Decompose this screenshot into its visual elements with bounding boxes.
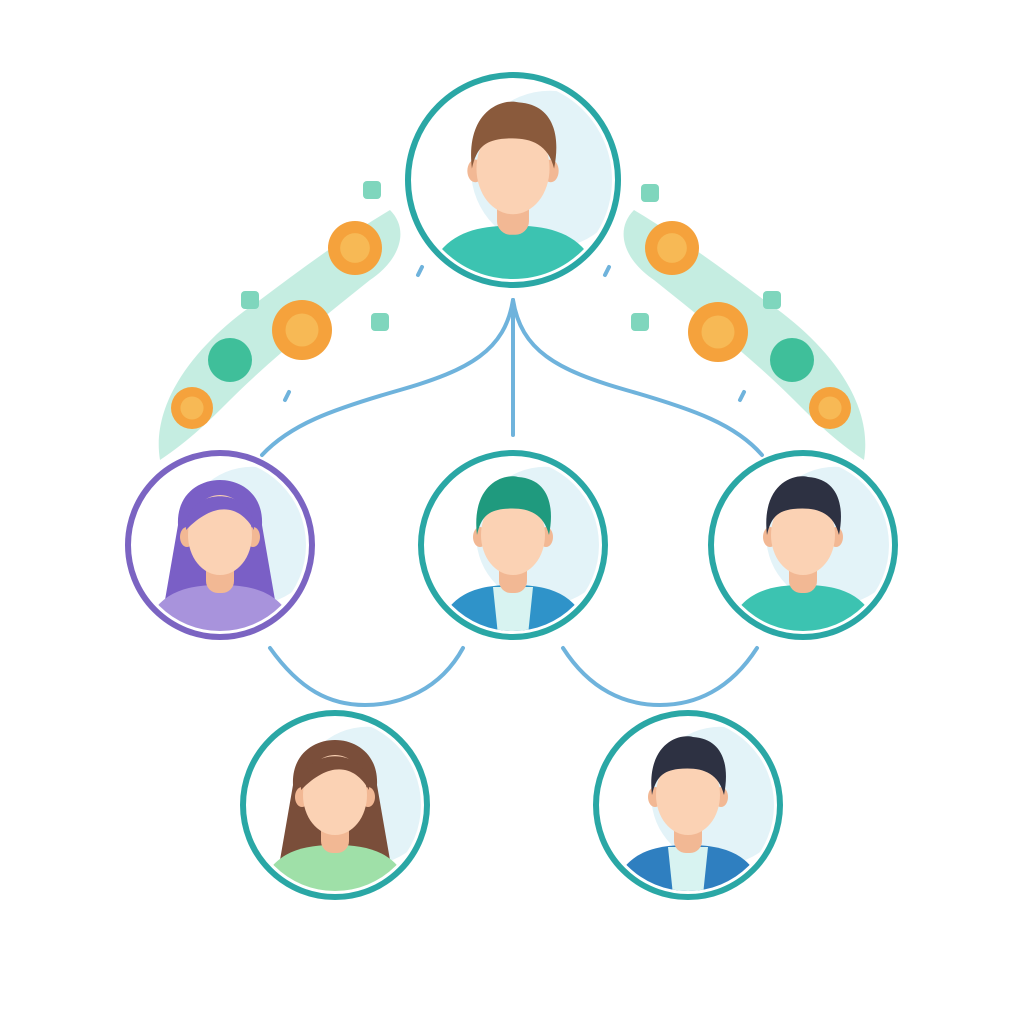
square-dot [363,181,381,199]
square-dot [641,184,659,202]
connector-line [260,298,515,457]
hair-fringe [185,496,255,530]
green-coin-icon [208,338,252,382]
avatar-mid-center[interactable] [418,450,614,645]
coin-center [340,233,370,263]
person-avatar-icon [433,466,599,631]
coin-center [818,396,842,420]
connector-line [561,646,759,708]
collar [493,587,533,631]
connector-line [511,298,764,457]
connector-lines [260,298,764,708]
dash-mark [416,265,424,277]
coin-center [657,233,687,263]
avatar-top[interactable] [405,72,629,294]
square-dot [371,313,389,331]
hair-fringe [300,756,370,790]
square-dot [763,291,781,309]
avatar-mid-left[interactable] [125,450,321,645]
avatar-bottom-right[interactable] [593,710,789,905]
green-coin-icon [770,338,814,382]
avatar-nodes [125,72,904,905]
avatar-bottom-left[interactable] [240,710,436,905]
avatar-mid-right[interactable] [708,450,904,645]
face [656,755,720,835]
hair [476,476,551,535]
hair [766,476,841,535]
coin-center [701,315,735,349]
coin-center [180,396,204,420]
square-dot [241,291,259,309]
face [476,122,550,215]
square-dot [631,313,649,331]
hair [651,736,726,795]
hair [471,101,557,169]
coin-center [285,313,319,347]
face [771,495,835,575]
collar [668,847,708,891]
coin-decorations [158,181,866,460]
connector-line [268,646,465,708]
face [481,495,545,575]
dash-mark [603,265,611,277]
dash-mark [283,390,291,402]
dash-mark [738,390,746,402]
